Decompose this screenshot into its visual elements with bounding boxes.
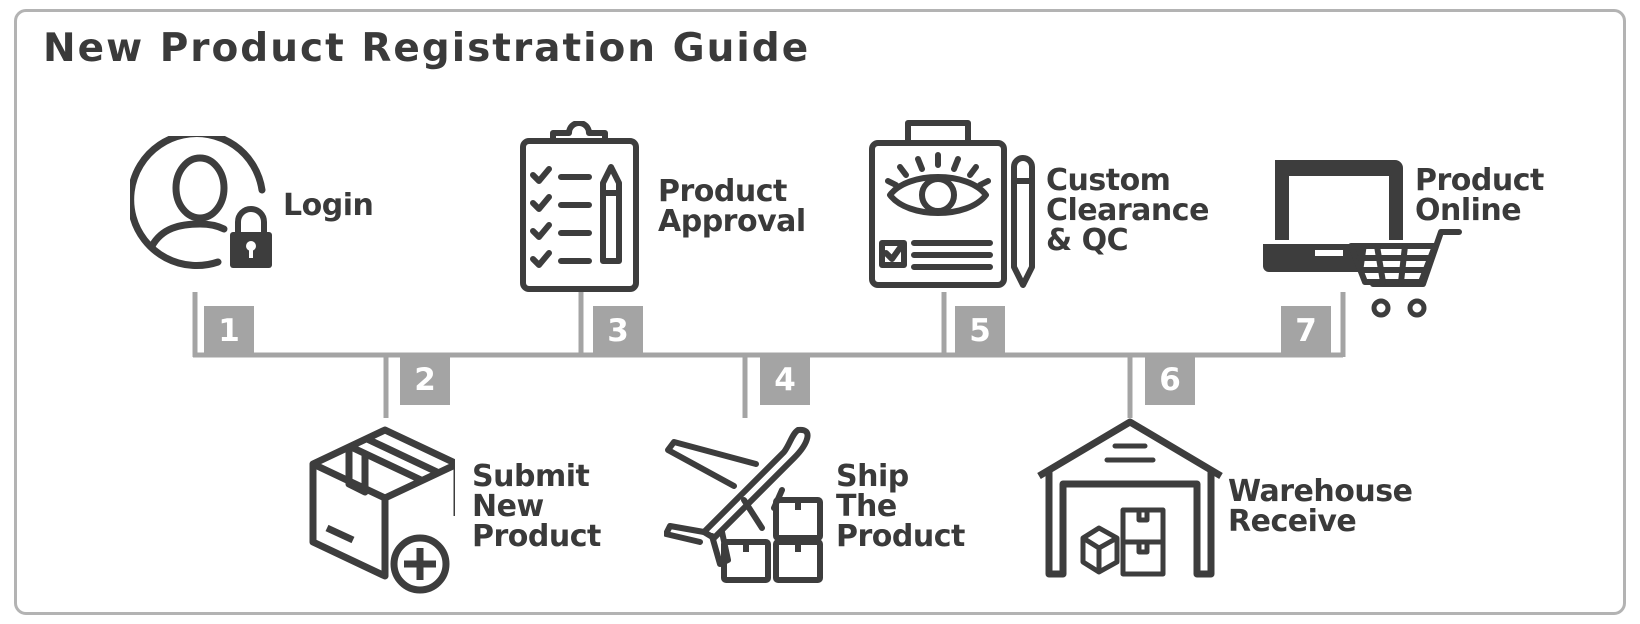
step-3-badge: 3 xyxy=(593,306,643,356)
step-2-badge: 2 xyxy=(400,355,450,405)
step-4-label: Ship The Product xyxy=(836,459,965,554)
step-7-label: Product Online xyxy=(1415,163,1544,228)
airplane-boxes-icon xyxy=(664,426,823,583)
page-title: New Product Registration Guide xyxy=(43,26,811,71)
laptop-cart-icon xyxy=(1263,160,1462,318)
step-1-badge: 1 xyxy=(204,306,254,356)
inspection-eye-icon xyxy=(869,120,1035,288)
warehouse-icon xyxy=(1037,418,1223,578)
box-add-icon xyxy=(309,426,455,594)
step-2-label: Submit New Product xyxy=(472,459,601,554)
step-4-badge: 4 xyxy=(760,355,810,405)
step-6-label: Warehouse Receive xyxy=(1228,474,1413,539)
step-5-label: Custom Clearance & QC xyxy=(1046,163,1209,258)
clipboard-checklist-icon xyxy=(520,121,639,292)
step-3-label: Product Approval xyxy=(658,174,806,239)
step-1-label: Login xyxy=(283,188,374,223)
step-6-badge: 6 xyxy=(1145,355,1195,405)
user-lock-icon xyxy=(130,136,272,270)
step-5-badge: 5 xyxy=(955,306,1005,356)
step-7-badge: 7 xyxy=(1281,306,1331,356)
